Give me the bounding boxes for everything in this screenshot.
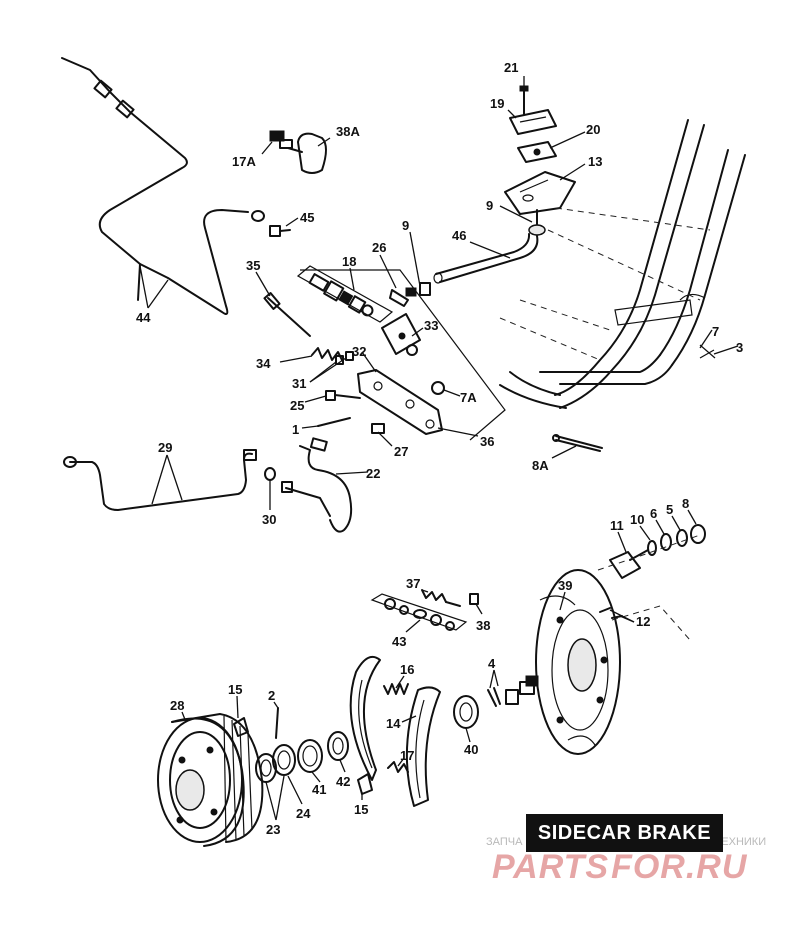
- watermark-caption-left: ЗАПЧА: [486, 836, 523, 849]
- lever-assembly: [433, 85, 711, 361]
- sidecar-frame: [499, 119, 746, 409]
- callout-19: 19: [490, 96, 504, 111]
- callout-10: 10: [630, 512, 644, 527]
- callout-23: 23: [266, 822, 280, 837]
- callout-2: 2: [268, 688, 275, 703]
- watermark-caption-right: ТЕХНИКИ: [714, 836, 767, 849]
- callout-1: 1: [292, 422, 299, 437]
- callout-38a: 38A: [336, 124, 360, 139]
- callout-30: 30: [262, 512, 276, 527]
- callout-29: 29: [158, 440, 172, 455]
- callout-6: 6: [650, 506, 657, 521]
- callout-40: 40: [464, 742, 478, 757]
- callout-26: 26: [372, 240, 386, 255]
- callout-14: 14: [386, 716, 401, 731]
- callout-9-upper: 9: [402, 218, 409, 233]
- callout-12: 12: [636, 614, 650, 629]
- callout-15-lower: 15: [354, 802, 368, 817]
- callout-32: 32: [352, 344, 366, 359]
- callout-24: 24: [296, 806, 311, 821]
- callout-4: 4: [488, 656, 496, 671]
- callout-34: 34: [256, 356, 271, 371]
- diagram-title-text: SIDECAR BRAKE: [537, 821, 712, 844]
- watermark-caption: ЗАПЧА ТЕХНИКИ: [486, 836, 786, 848]
- callout-7: 7: [712, 324, 719, 339]
- watermark-logo-left: PARTS: [492, 848, 610, 886]
- brake-drum-28: [157, 707, 296, 847]
- backing-plate-39: [453, 524, 706, 755]
- leader-lines: [139, 76, 739, 821]
- callout-44: 44: [136, 310, 151, 325]
- cotter-pin-8a: [552, 434, 603, 452]
- callout-numbers: 21 19 20 13 38A 17A 45 9 9 46 26 18 35 3…: [136, 60, 743, 837]
- callout-5: 5: [666, 502, 673, 517]
- diagram-title: SIDECAR BRAKE: [526, 814, 723, 852]
- callout-3: 3: [736, 340, 743, 355]
- brake-line-29: [63, 437, 353, 533]
- callout-41: 41: [312, 782, 326, 797]
- callout-42: 42: [336, 774, 350, 789]
- watermark-logo: PARTSFOR.RU: [492, 848, 747, 887]
- brake-cable-44: [61, 57, 327, 315]
- callout-31: 31: [292, 376, 306, 391]
- brake-shoes: [297, 589, 479, 807]
- callout-39: 39: [558, 578, 572, 593]
- callout-8a: 8A: [532, 458, 549, 473]
- callout-9-lower: 9: [486, 198, 493, 213]
- callout-36: 36: [480, 434, 494, 449]
- callout-17: 17: [400, 748, 414, 763]
- watermark-logo-right: FOR.RU: [611, 848, 748, 886]
- callout-21: 21: [504, 60, 518, 75]
- callout-16: 16: [400, 662, 414, 677]
- callout-37: 37: [406, 576, 420, 591]
- callout-43: 43: [392, 634, 406, 649]
- callout-27: 27: [394, 444, 408, 459]
- callout-8: 8: [682, 496, 689, 511]
- callout-22: 22: [366, 466, 380, 481]
- callout-25: 25: [290, 398, 304, 413]
- callout-15-upper: 15: [228, 682, 242, 697]
- callout-28: 28: [170, 698, 184, 713]
- master-cylinder-group: [263, 265, 506, 441]
- callout-17a: 17A: [232, 154, 256, 169]
- callout-11: 11: [610, 518, 624, 533]
- callout-20: 20: [586, 122, 600, 137]
- callout-33: 33: [424, 318, 438, 333]
- callout-7a: 7A: [460, 390, 477, 405]
- callout-46: 46: [452, 228, 466, 243]
- callout-38: 38: [476, 618, 490, 633]
- callout-18: 18: [342, 254, 356, 269]
- callout-35: 35: [246, 258, 260, 273]
- callout-13: 13: [588, 154, 602, 169]
- callout-45: 45: [300, 210, 314, 225]
